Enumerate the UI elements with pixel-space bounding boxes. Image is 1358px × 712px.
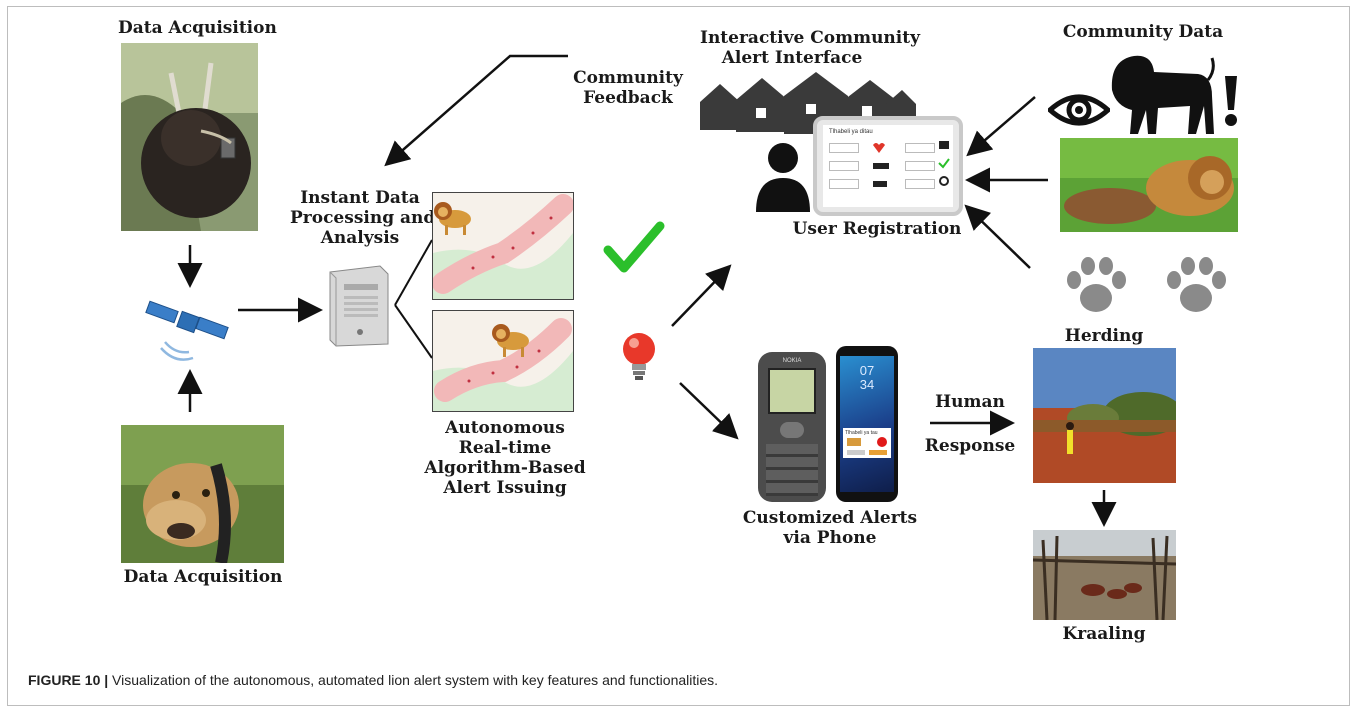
user-icon (756, 143, 810, 212)
exclamation-icon (1225, 76, 1237, 126)
alert-red-dot (877, 437, 887, 447)
lion-movement-map-top (432, 192, 574, 300)
label-kraaling: Kraaling (1062, 624, 1146, 644)
tablet-right-icons (938, 141, 950, 186)
alert-confirm-button[interactable] (869, 450, 887, 455)
lion-icon (492, 324, 529, 357)
alert-title: Tlhabeli ya tau (845, 430, 878, 436)
lightbulb-icon (623, 333, 655, 380)
caption-prefix: FIGURE 10 | (28, 672, 109, 688)
label-response: Response (924, 436, 1016, 456)
clock-minutes: 34 (859, 377, 875, 392)
arrow-server-to-map-bottom (394, 304, 433, 359)
smartphone-screen: 07 34 Tlhabeli ya tau (840, 356, 894, 492)
satellite-icon (145, 300, 229, 361)
tablet-device: Tlhabeli ya ditau (813, 116, 963, 216)
feature-phone: NOKIA (758, 352, 826, 502)
checkmark-icon (603, 221, 665, 273)
lion-icon (434, 202, 471, 235)
label-interactive-interface: Interactive Community Alert Interface (700, 28, 920, 68)
label-community-data: Community Data (1062, 22, 1224, 42)
tablet-icons (873, 143, 889, 187)
label-herding: Herding (1064, 326, 1144, 346)
arrow-bulb-to-phones (679, 382, 739, 440)
tablet-option-button[interactable] (829, 161, 859, 171)
alert-dismiss-button[interactable] (847, 450, 865, 455)
label-human: Human (935, 392, 1005, 412)
server-icon (329, 265, 389, 347)
phone-brand: NOKIA (782, 358, 802, 364)
tablet-screen-title: Tlhabeli ya ditau (829, 129, 873, 135)
label-data-acquisition-top: Data Acquisition (118, 18, 277, 38)
label-data-acquisition-bottom: Data Acquisition (123, 567, 283, 587)
cow-collar-photo (121, 43, 258, 231)
arrow-community-feedback (384, 54, 568, 167)
arrow-bulb-to-interface (671, 264, 732, 327)
caption-text: Visualization of the autonomous, automat… (108, 672, 719, 688)
feature-phone-navpad[interactable] (780, 422, 804, 438)
tablet-option-button[interactable] (905, 179, 935, 189)
kraaling-photo (1033, 530, 1176, 620)
tablet-screen: Tlhabeli ya ditau (823, 125, 953, 207)
eye-icon (1048, 94, 1110, 126)
label-community-feedback: Community Feedback (573, 68, 683, 108)
tablet-option-button[interactable] (905, 161, 935, 171)
tablet-option-button[interactable] (829, 143, 859, 153)
alert-lion-icon (847, 438, 861, 446)
arrow-eye-to-tablet (966, 96, 1036, 157)
arrow-paws-to-tablet (964, 204, 1031, 269)
clock-hours: 07 (859, 363, 875, 378)
lioness-collar-photo (121, 425, 284, 563)
label-customized-alerts: Customized Alerts via Phone (742, 508, 918, 548)
label-instant-processing: Instant Data Processing and Analysis (290, 188, 436, 248)
lion-movement-map-bottom (432, 310, 574, 412)
tablet-option-button[interactable] (905, 143, 935, 153)
feature-phone-screen (768, 368, 816, 414)
tablet-option-button[interactable] (829, 179, 859, 189)
feature-phone-keypad[interactable] (766, 444, 818, 496)
figure-frame (7, 6, 1350, 706)
smartphone: 07 34 Tlhabeli ya tau (836, 346, 898, 502)
lion-kill-photo (1060, 138, 1238, 232)
alert-notification[interactable]: Tlhabeli ya tau (843, 428, 891, 458)
figure-caption: FIGURE 10 | Visualization of the autonom… (28, 672, 718, 688)
paw-prints-icon (1067, 257, 1226, 312)
label-user-registration: User Registration (792, 219, 962, 239)
lion-silhouette-icon (1111, 55, 1215, 134)
herding-photo (1033, 348, 1176, 483)
arrow-server-to-map-top (394, 239, 433, 306)
label-autonomous-alert: Autonomous Real-time Algorithm-Based Ale… (424, 418, 586, 498)
